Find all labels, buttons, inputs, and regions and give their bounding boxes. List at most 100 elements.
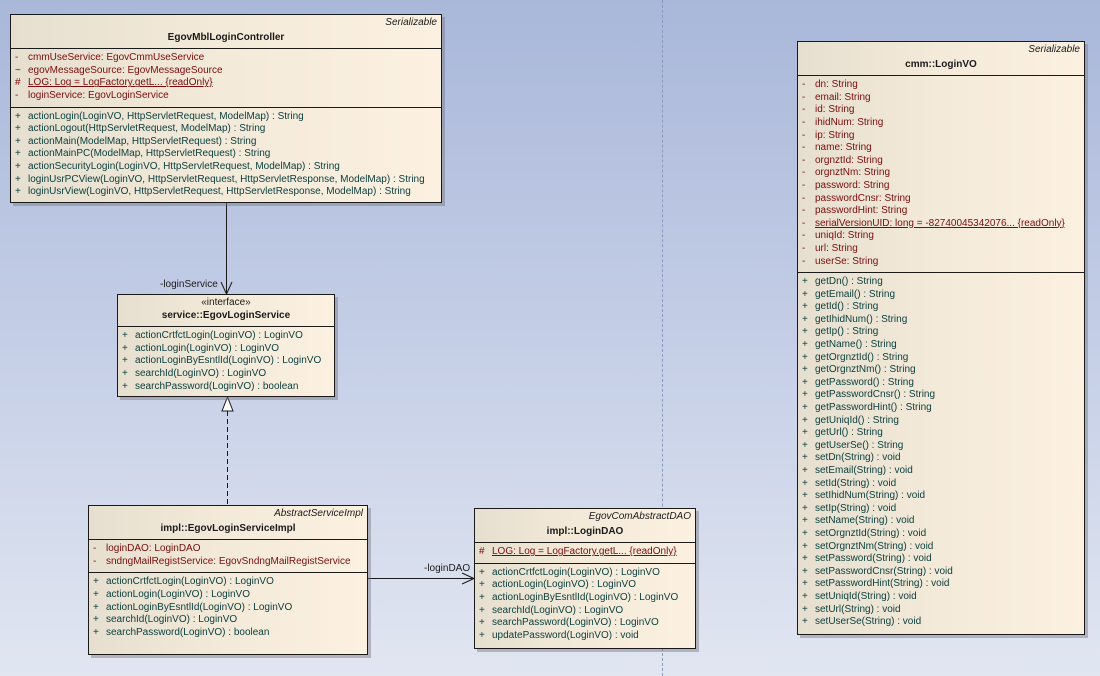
operation-text: setName(String) : void [815, 515, 915, 527]
operation-row[interactable]: +searchPassword(LoginVO) : boolean [118, 381, 334, 394]
operation-row[interactable]: +setIp(String) : void [798, 503, 1084, 516]
operation-row[interactable]: +loginUsrView(LoginVO, HttpServletReques… [11, 186, 441, 199]
operation-row[interactable]: +setIhidNum(String) : void [798, 490, 1084, 503]
visibility-marker: + [802, 477, 808, 489]
visibility-marker: - [802, 91, 806, 103]
operation-row[interactable]: +actionLogout(HttpServletRequest, ModelM… [11, 123, 441, 136]
class-egov-login-service-impl[interactable]: AbstractServiceImpl impl::EgovLoginServi… [88, 505, 368, 655]
attribute-row[interactable]: #LOG: Log = LogFactory.getL... {readOnly… [475, 546, 695, 559]
operation-row[interactable]: +setPasswordHint(String) : void [798, 578, 1084, 591]
attribute-row[interactable]: -passwordCnsr: String [798, 193, 1084, 206]
operation-row[interactable]: +setUniqId(String) : void [798, 591, 1084, 604]
attribute-row[interactable]: ~egovMessageSource: EgovMessageSource [11, 65, 441, 78]
visibility-marker: + [802, 288, 808, 300]
visibility-marker: + [802, 364, 808, 376]
operation-row[interactable]: +setId(String) : void [798, 478, 1084, 491]
operation-row[interactable]: +setOrgnztId(String) : void [798, 528, 1084, 541]
attribute-row[interactable]: -url: String [798, 243, 1084, 256]
operation-row[interactable]: +getPasswordHint() : String [798, 402, 1084, 415]
attribute-row[interactable]: #LOG: Log = LogFactory.getL... {readOnly… [11, 77, 441, 90]
attribute-text: loginDAO: LoginDAO [106, 543, 201, 555]
operation-row[interactable]: +actionMainPC(ModelMap, HttpServletReque… [11, 148, 441, 161]
operation-row[interactable]: +getPasswordCnsr() : String [798, 389, 1084, 402]
attribute-row[interactable]: -ip: String [798, 130, 1084, 143]
operation-row[interactable]: +actionLogin(LoginVO) : LoginVO [118, 343, 334, 356]
operation-row[interactable]: +actionLoginByEsntlId(LoginVO) : LoginVO [89, 602, 367, 615]
operation-row[interactable]: +getId() : String [798, 301, 1084, 314]
operation-row[interactable]: +actionLogin(LoginVO) : LoginVO [475, 579, 695, 592]
attribute-row[interactable]: -passwordHint: String [798, 205, 1084, 218]
class-login-vo[interactable]: Serializable cmm::LoginVO -dn: String-em… [797, 41, 1085, 635]
operation-row[interactable]: +getEmail() : String [798, 289, 1084, 302]
operation-row[interactable]: +actionLoginByEsntlId(LoginVO) : LoginVO [118, 355, 334, 368]
attribute-row[interactable]: -loginService: EgovLoginService [11, 90, 441, 103]
operation-row[interactable]: +searchId(LoginVO) : LoginVO [475, 605, 695, 618]
operation-row[interactable]: +setDn(String) : void [798, 452, 1084, 465]
interface-egov-login-service[interactable]: «interface» service::EgovLoginService +a… [117, 294, 335, 397]
operation-row[interactable]: +getUniqId() : String [798, 415, 1084, 428]
operation-row[interactable]: +actionCrtfctLogin(LoginVO) : LoginVO [118, 330, 334, 343]
visibility-marker: - [93, 543, 97, 555]
attribute-row[interactable]: -loginDAO: LoginDAO [89, 543, 367, 556]
visibility-marker: - [802, 192, 806, 204]
operation-row[interactable]: +actionCrtfctLogin(LoginVO) : LoginVO [89, 576, 367, 589]
attribute-row[interactable]: -userSe: String [798, 256, 1084, 269]
operation-row[interactable]: +getPassword() : String [798, 377, 1084, 390]
attribute-row[interactable]: -cmmUseService: EgovCmmUseService [11, 52, 441, 65]
class-name: impl::LoginDAO [546, 525, 624, 537]
operation-row[interactable]: +actionCrtfctLogin(LoginVO) : LoginVO [475, 567, 695, 580]
visibility-marker: + [15, 123, 21, 135]
attribute-text: password: String [815, 179, 890, 191]
operation-text: getName() : String [815, 339, 897, 351]
operation-row[interactable]: +setOrgnztNm(String) : void [798, 541, 1084, 554]
operation-row[interactable]: +actionMain(ModelMap, HttpServletRequest… [11, 136, 441, 149]
operation-row[interactable]: +setPassword(String) : void [798, 553, 1084, 566]
class-name: cmm::LoginVO [905, 58, 977, 70]
operation-row[interactable]: +getName() : String [798, 339, 1084, 352]
attribute-row[interactable]: -id: String [798, 104, 1084, 117]
operation-row[interactable]: +getIp() : String [798, 326, 1084, 339]
attribute-row[interactable]: -name: String [798, 142, 1084, 155]
operation-row[interactable]: +setEmail(String) : void [798, 465, 1084, 478]
operation-row[interactable]: +setPasswordCnsr(String) : void [798, 566, 1084, 579]
attribute-row[interactable]: -email: String [798, 92, 1084, 105]
operation-row[interactable]: +actionLogin(LoginVO) : LoginVO [89, 589, 367, 602]
visibility-marker: + [122, 330, 128, 342]
operation-row[interactable]: +getUserSe() : String [798, 440, 1084, 453]
attribute-row[interactable]: -password: String [798, 180, 1084, 193]
operation-row[interactable]: +setUrl(String) : void [798, 604, 1084, 617]
visibility-marker: + [122, 342, 128, 354]
operation-row[interactable]: +getIhidNum() : String [798, 314, 1084, 327]
attribute-text: sndngMailRegistService: EgovSndngMailReg… [106, 555, 351, 567]
attribute-row[interactable]: -serialVersionUID: long = -8274004534207… [798, 218, 1084, 231]
class-egov-mbl-login-controller[interactable]: Serializable EgovMblLoginController -cmm… [10, 14, 442, 203]
operations-section: +actionCrtfctLogin(LoginVO) : LoginVO+ac… [89, 572, 367, 643]
operation-row[interactable]: +searchPassword(LoginVO) : boolean [89, 627, 367, 640]
visibility-marker: - [802, 142, 806, 154]
operation-row[interactable]: +actionLoginByEsntlId(LoginVO) : LoginVO [475, 592, 695, 605]
operation-row[interactable]: +loginUsrPCView(LoginVO, HttpServletRequ… [11, 174, 441, 187]
operation-row[interactable]: +getOrgnztNm() : String [798, 364, 1084, 377]
visibility-marker: # [479, 546, 485, 558]
operation-row[interactable]: +getOrgnztId() : String [798, 352, 1084, 365]
operation-row[interactable]: +setUserSe(String) : void [798, 616, 1084, 629]
operation-text: setIhidNum(String) : void [815, 490, 926, 502]
operation-row[interactable]: +searchId(LoginVO) : LoginVO [118, 368, 334, 381]
attribute-row[interactable]: -dn: String [798, 79, 1084, 92]
attribute-row[interactable]: -ihidNum: String [798, 117, 1084, 130]
operation-row[interactable]: +actionSecurityLogin(LoginVO, HttpServle… [11, 161, 441, 174]
operation-row[interactable]: +updatePassword(LoginVO) : void [475, 630, 695, 643]
attribute-row[interactable]: -orgnztNm: String [798, 167, 1084, 180]
attribute-row[interactable]: -uniqId: String [798, 230, 1084, 243]
operation-row[interactable]: +getDn() : String [798, 276, 1084, 289]
operation-row[interactable]: +getUrl() : String [798, 427, 1084, 440]
operation-row[interactable]: +searchPassword(LoginVO) : LoginVO [475, 617, 695, 630]
attribute-row[interactable]: -orgnztId: String [798, 155, 1084, 168]
operation-row[interactable]: +actionLogin(LoginVO, HttpServletRequest… [11, 111, 441, 124]
operation-row[interactable]: +searchId(LoginVO) : LoginVO [89, 614, 367, 627]
class-login-dao[interactable]: EgovComAbstractDAO impl::LoginDAO #LOG: … [474, 508, 696, 649]
attribute-text: ip: String [815, 129, 855, 141]
operation-row[interactable]: +setName(String) : void [798, 515, 1084, 528]
operation-text: setUserSe(String) : void [815, 616, 922, 628]
attribute-row[interactable]: -sndngMailRegistService: EgovSndngMailRe… [89, 556, 367, 569]
